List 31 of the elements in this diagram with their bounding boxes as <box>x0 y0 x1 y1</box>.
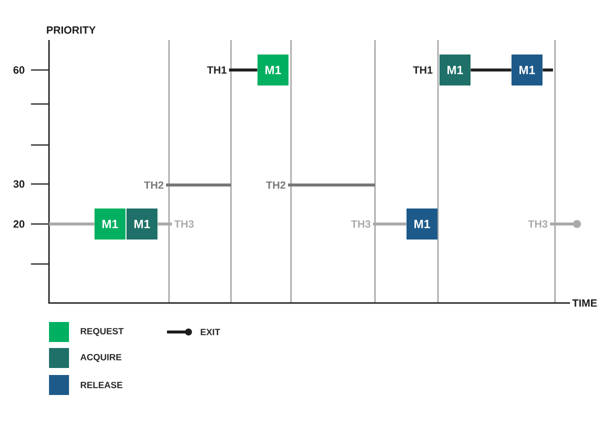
thread-line <box>288 184 375 186</box>
thread-label: TH3 <box>174 220 194 228</box>
mutex-box: M1 <box>94 208 126 240</box>
tick-label: 60 <box>14 66 24 74</box>
axis-title: PRIORITY <box>46 26 96 34</box>
thread-label: TH1 <box>207 66 226 74</box>
thread-line <box>158 222 172 226</box>
thread-line <box>166 184 231 186</box>
mutex-box: M1 <box>406 208 438 240</box>
mutex-box: M1 <box>512 54 542 86</box>
thread-line <box>49 222 94 226</box>
axis-title: TIME <box>572 299 597 307</box>
thread-label: TH2 <box>266 181 286 189</box>
thread-line <box>229 68 258 72</box>
mutex-box: M1 <box>440 54 470 86</box>
legend-label: RELEASE <box>80 382 122 388</box>
tick-label: 30 <box>13 180 24 188</box>
thread-label: TH2 <box>144 181 164 189</box>
thread-line <box>373 222 406 226</box>
thread-line <box>542 68 553 72</box>
mutex-box: M1 <box>258 54 288 86</box>
exit-line <box>550 220 581 228</box>
tick-label: 20 <box>13 220 24 228</box>
thread-line <box>470 68 512 72</box>
legend-label: EXIT <box>200 328 220 336</box>
thread-label: TH3 <box>528 220 548 228</box>
mutex-box: M1 <box>126 208 158 240</box>
legend-label: REQUEST <box>80 328 124 336</box>
legend-label: ACQUIRE <box>80 354 122 362</box>
thread-label: TH3 <box>351 220 370 228</box>
thread-label: TH1 <box>413 66 432 74</box>
